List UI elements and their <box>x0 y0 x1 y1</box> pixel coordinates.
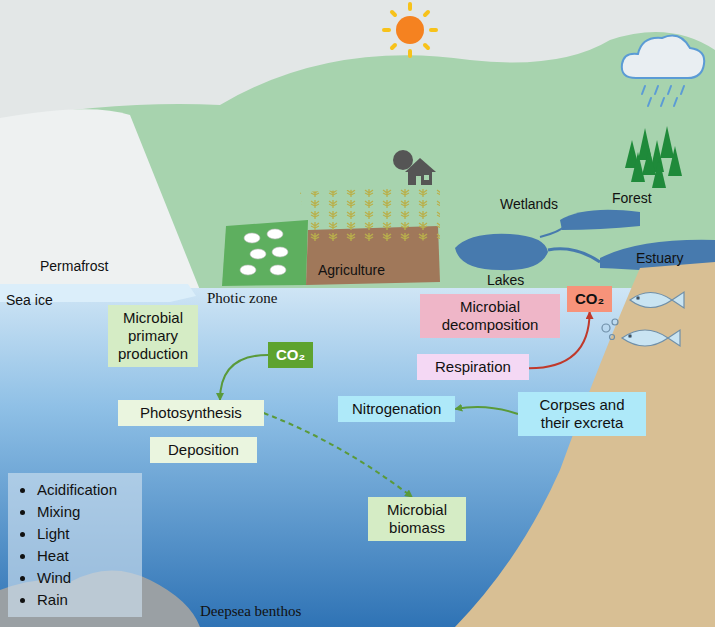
bullet-dot <box>20 532 25 537</box>
land <box>0 32 715 300</box>
bullet-dot <box>20 554 25 559</box>
node-text: Rain <box>37 589 68 611</box>
gas-box: CO₂ <box>567 286 612 312</box>
node-text: Corpses and their excreta <box>526 396 638 432</box>
node-text: Microbial decomposition <box>428 298 552 334</box>
flow-arrow <box>264 413 412 497</box>
sun-icon <box>384 4 436 56</box>
process-box: Microbial biomass <box>368 497 466 541</box>
list-item: Acidification <box>20 479 130 501</box>
rain-cloud-icon <box>622 36 704 106</box>
region-label: Agriculture <box>318 262 385 278</box>
fish-icon <box>602 292 684 346</box>
list-item: Light <box>20 523 130 545</box>
region-label: Forest <box>612 190 652 206</box>
flow-arrow <box>220 355 268 400</box>
gas-box: CO₂ <box>268 342 313 368</box>
flow-arrow <box>455 407 518 414</box>
node-text: Photosynthesis <box>140 404 242 422</box>
list-item: Wind <box>20 567 130 589</box>
node-text: Wind <box>37 567 71 589</box>
house-icon <box>393 150 436 185</box>
bullet-dot <box>20 576 25 581</box>
node-text: Light <box>37 523 70 545</box>
bullet-dot <box>20 598 25 603</box>
region-label: Lakes <box>487 272 524 288</box>
process-box: Nitrogenation <box>338 396 455 422</box>
list-item: Mixing <box>20 501 130 523</box>
region-label: Estuary <box>636 250 683 266</box>
process-box: Corpses and their excreta <box>518 392 646 436</box>
process-box: Microbial decomposition <box>420 294 560 338</box>
region-label: Wetlands <box>500 196 558 212</box>
node-text: Mixing <box>37 501 80 523</box>
node-text: Heat <box>37 545 69 567</box>
node-text: Deposition <box>168 441 239 459</box>
node-text: Nitrogenation <box>352 400 441 418</box>
node-text: Respiration <box>435 358 511 376</box>
zone-label: Deepsea benthos <box>200 603 301 620</box>
bullet-dot <box>20 510 25 515</box>
lakes <box>455 210 715 275</box>
process-box: Deposition <box>150 437 257 463</box>
list-item: Heat <box>20 545 130 567</box>
process-box: Photosynthesis <box>118 400 264 426</box>
list-item: Rain <box>20 589 130 611</box>
node-text: Acidification <box>37 479 117 501</box>
process-box: Microbial primary production <box>108 305 198 367</box>
zone-label: Photic zone <box>207 290 277 307</box>
region-label: Sea ice <box>6 292 53 308</box>
process-box: Respiration <box>417 354 529 380</box>
factor-list-box: AcidificationMixingLightHeatWindRain <box>8 473 142 617</box>
bullet-dot <box>20 488 25 493</box>
node-text: CO₂ <box>276 346 305 364</box>
region-label: Permafrost <box>40 258 108 274</box>
forest-trees <box>625 126 682 188</box>
node-text: CO₂ <box>575 290 604 308</box>
node-text: Microbial biomass <box>376 501 458 537</box>
node-text: Microbial primary production <box>116 309 190 363</box>
pasture <box>222 220 308 286</box>
permafrost <box>0 109 200 292</box>
